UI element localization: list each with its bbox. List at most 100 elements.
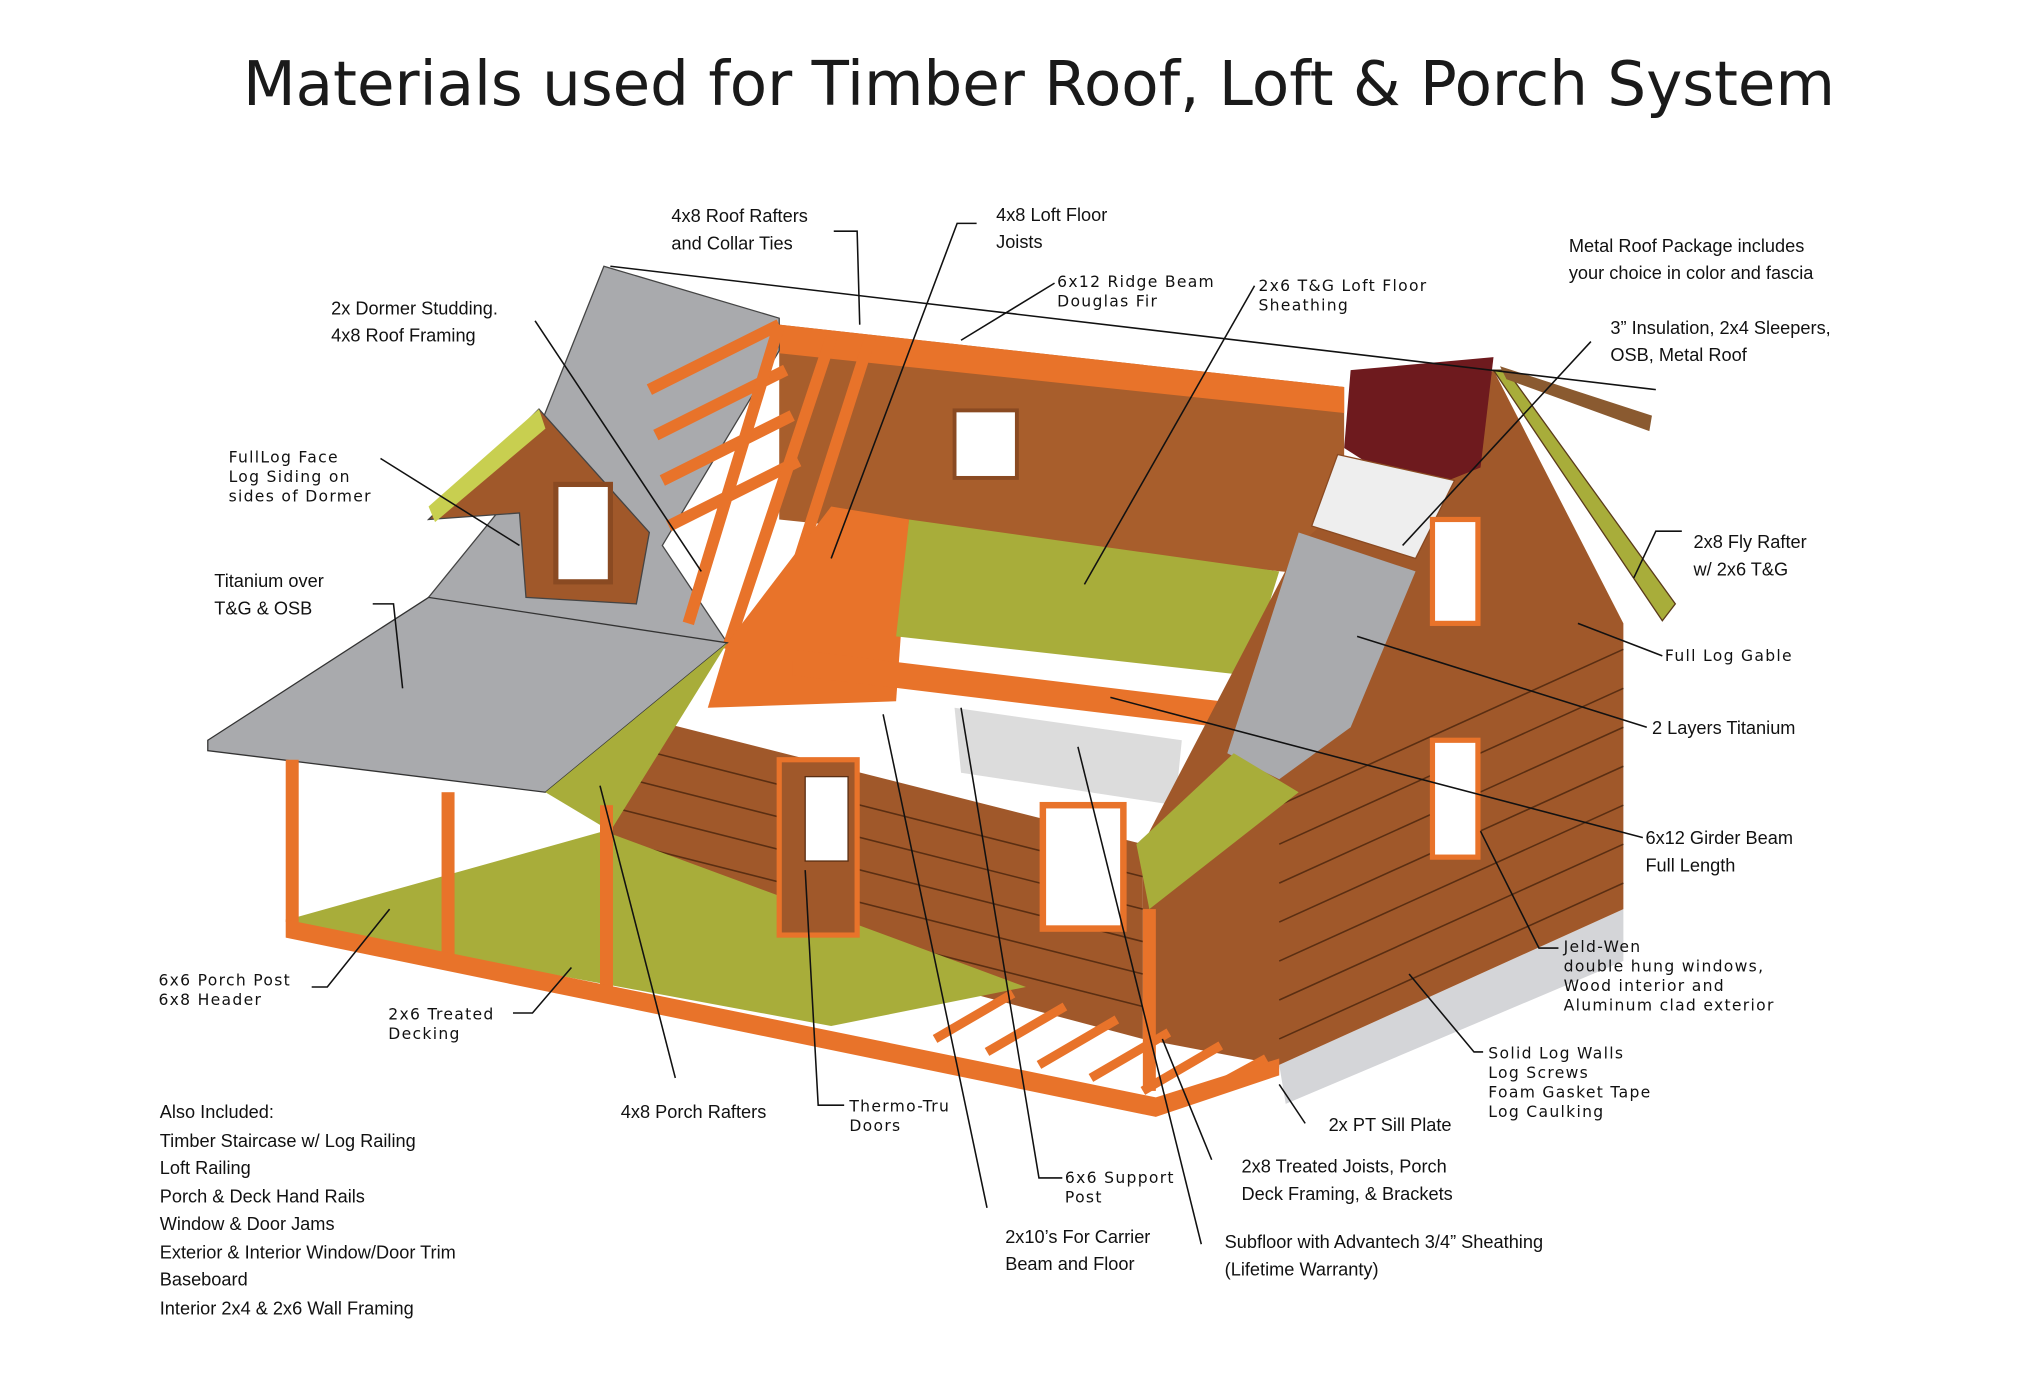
porch-post [285, 759, 299, 923]
label-line: Doors [849, 1116, 902, 1136]
label-line: 4x8 Roof Rafters [671, 205, 808, 226]
page-title: Materials used for Timber Roof, Loft & P… [242, 49, 1835, 121]
label-line: 4x8 Loft Floor [996, 203, 1108, 225]
gable-log-wall [1142, 370, 1624, 1065]
label-line: Jeld-Wen [1563, 937, 1642, 956]
label-line: 2x8 Treated Joists, Porch [1241, 1155, 1447, 1177]
leader-line [372, 603, 404, 689]
list-item: Porch & Deck Hand Rails [159, 1185, 365, 1206]
label-line: Decking [388, 1024, 461, 1043]
label-line: 2x6 Treated [388, 1005, 495, 1024]
label-line: 6x8 Header [158, 990, 263, 1010]
label-dormer: 2x Dormer Studding.4x8 Roof Framing [331, 295, 498, 350]
gable-window [1429, 516, 1481, 626]
list-item: Loft Railing [159, 1157, 251, 1178]
porch-deck [288, 831, 1026, 1026]
leader-line [804, 870, 845, 1106]
label-line: and Collar Ties [671, 232, 793, 254]
label-line: Titanium over [214, 570, 324, 591]
label-line: FullLog Face [228, 448, 339, 467]
label-fly-rafter: 2x8 Fly Rafter w/ 2x6 T&G [1694, 529, 1807, 584]
leader-line [1077, 746, 1203, 1245]
label-line: double hung windows, [1563, 957, 1765, 976]
leader-line [960, 282, 1055, 341]
label-line: Joists [996, 231, 1043, 252]
leader-line [830, 222, 977, 559]
gable-window [1429, 737, 1481, 860]
back-top-plate [779, 324, 1345, 413]
label-line: 6x12 Girder Beam [1645, 827, 1793, 849]
label-line: Log Caulking [1488, 1102, 1605, 1121]
porch-post [441, 792, 455, 959]
label-line: Beam and Floor [1005, 1253, 1135, 1275]
door-glass [804, 775, 849, 862]
leader-line [1110, 696, 1644, 839]
leader-line [960, 707, 1063, 1179]
leader-line [380, 457, 520, 547]
label-line: 2x6 T&G Loft Floor [1258, 276, 1428, 295]
girder-beam [792, 649, 1221, 728]
gable-titanium [1227, 532, 1416, 780]
label-line: 2x10’s For Carrier [1005, 1225, 1151, 1247]
label-line: Post [1064, 1188, 1103, 1207]
label-metal-roof: Metal Roof Package includes your choice i… [1569, 232, 1814, 287]
label-line: 6x6 Porch Post [158, 971, 292, 990]
list-item: Exterior & Interior Window/Door Trim [159, 1240, 456, 1262]
label-line: Metal Roof Package includes [1568, 235, 1805, 256]
leader-line [1408, 973, 1484, 1053]
leader-line [1161, 1038, 1213, 1161]
dormer-fly [428, 409, 546, 523]
loft-opening [954, 707, 1182, 806]
side-roof [1136, 753, 1299, 910]
roof-rafters [646, 319, 876, 665]
label-line: Douglas Fir [1057, 292, 1159, 311]
label-line: sides of Dormer [228, 487, 372, 506]
leader-line [1083, 285, 1256, 585]
foundation-shadow [1279, 909, 1624, 1104]
label-line: Deck Framing, & Brackets [1241, 1183, 1453, 1204]
label-line: 2x8 Fly Rafter [1693, 531, 1807, 552]
label-line: 3” Insulation, 2x4 Sleepers, [1610, 316, 1831, 338]
insulation-grid [1310, 453, 1456, 560]
leader-line [610, 265, 1656, 391]
label-sill-plate: 2x PT Sill Plate [1328, 1114, 1452, 1136]
label-line: T&G & OSB [214, 597, 313, 619]
label-line: w/ 2x6 T&G [1693, 558, 1789, 580]
label-line: 2x Dormer Studding. [331, 297, 498, 319]
label-line: Subfloor with Advantech 3/4” Sheathing [1224, 1231, 1544, 1252]
label-full-log-gable: Full Log Gable [1664, 646, 1793, 665]
label-line: OSB, Metal Roof [1610, 344, 1747, 365]
label-line: 6x12 Ridge Beam [1057, 272, 1216, 291]
leader-lines [311, 222, 1682, 1245]
label-roof-rafters: 4x8 Roof Rafters and Collar Ties [671, 203, 807, 258]
label-line: Aluminum clad exterior [1563, 996, 1775, 1015]
fascia [1499, 366, 1652, 432]
porch-post [599, 805, 613, 988]
leader-line [1278, 1083, 1306, 1124]
label-porch-rafters: 4x8 Porch Rafters [620, 1101, 767, 1123]
leader-line [833, 230, 861, 325]
porch-post [1142, 909, 1156, 1091]
label-line: Thermo-Tru [849, 1097, 951, 1116]
label-subfloor: Subfloor with Advantech 3/4” Sheathing(L… [1225, 1229, 1543, 1284]
leader-line [1402, 341, 1592, 546]
label-line: your choice in color and fascia [1568, 262, 1814, 284]
back-wall-window [952, 408, 1019, 480]
porch-roof [207, 596, 729, 793]
also-included-heading: Also Included: [159, 1101, 274, 1123]
leader-line [599, 785, 677, 1079]
